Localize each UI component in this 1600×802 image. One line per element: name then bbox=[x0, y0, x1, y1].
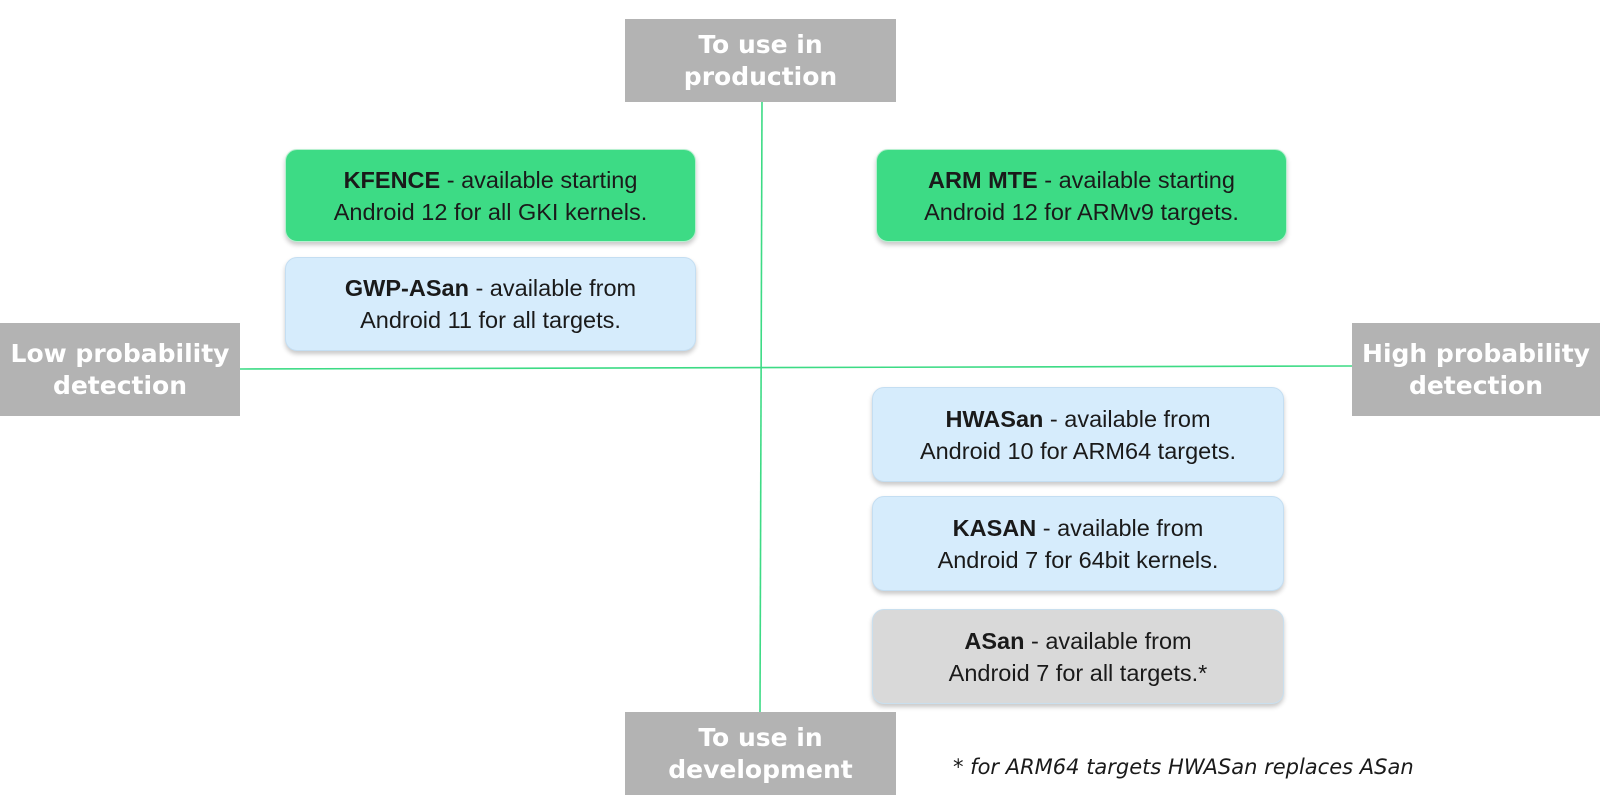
card-line-2: Android 7 for 64bit kernels. bbox=[937, 546, 1219, 573]
axis-label-development: To use in development bbox=[625, 712, 896, 795]
card-line-2: Android 12 for ARMv9 targets. bbox=[924, 198, 1239, 225]
axis-label-high-probability: High probability detection bbox=[1352, 323, 1600, 416]
card-line-1: ARM MTE - available starting bbox=[928, 164, 1235, 196]
axis-label-production: To use in production bbox=[625, 19, 896, 102]
axis-label-line: Low probability bbox=[10, 338, 230, 368]
vertical-axis-line bbox=[759, 101, 763, 713]
card-line-2: Android 10 for ARM64 targets. bbox=[919, 437, 1237, 464]
card-title: GWP-ASan bbox=[344, 275, 469, 301]
horizontal-axis-line bbox=[239, 365, 1353, 370]
card-subtitle: - available from bbox=[1024, 627, 1192, 654]
card-title: ARM MTE bbox=[928, 166, 1038, 193]
card-title: ASan bbox=[964, 627, 1025, 654]
card-kasan: KASAN - available from Android 7 for 64b… bbox=[872, 496, 1284, 591]
card-line-1: HWASan - available from bbox=[945, 403, 1210, 435]
axis-label-low-probability: Low probability detection bbox=[0, 323, 240, 416]
footnote: * for ARM64 targets HWASan replaces ASan bbox=[953, 755, 1414, 779]
axis-label-line: High probability bbox=[1362, 338, 1590, 368]
card-subtitle: - available from bbox=[468, 275, 637, 301]
card-title: KASAN bbox=[952, 514, 1037, 541]
axis-label-line: detection bbox=[52, 370, 188, 400]
card-arm-mte: ARM MTE - available starting Android 12 … bbox=[876, 149, 1287, 242]
card-gwp-asan: GWP-ASan - available from Android 11 for… bbox=[285, 257, 696, 351]
card-kfence: KFENCE - available starting Android 12 f… bbox=[285, 149, 696, 242]
card-hwasan: HWASan - available from Android 10 for A… bbox=[872, 387, 1284, 482]
card-subtitle: - available starting bbox=[1037, 166, 1235, 193]
card-title: KFENCE bbox=[343, 166, 441, 193]
card-line-2: Android 7 for all targets.* bbox=[948, 659, 1208, 686]
card-subtitle: - available from bbox=[1036, 514, 1204, 541]
card-subtitle: - available from bbox=[1043, 405, 1211, 432]
card-line-1: KASAN - available from bbox=[953, 512, 1204, 544]
axis-label-line: detection bbox=[1408, 370, 1544, 400]
card-line-1: ASan - available from bbox=[964, 625, 1191, 657]
card-line-2: Android 11 for all targets. bbox=[360, 307, 621, 333]
axis-label-line: production bbox=[683, 61, 838, 91]
card-title: HWASan bbox=[945, 405, 1044, 432]
card-asan: ASan - available from Android 7 for all … bbox=[872, 609, 1284, 704]
axis-label-line: To use in bbox=[698, 722, 823, 752]
axis-label-line: To use in bbox=[698, 29, 823, 59]
card-line-2: Android 12 for all GKI kernels. bbox=[333, 198, 648, 225]
card-line-1: KFENCE - available starting bbox=[344, 164, 638, 196]
card-line-1: GWP-ASan - available from bbox=[345, 272, 636, 304]
card-subtitle: - available starting bbox=[440, 166, 638, 193]
axis-label-line: development bbox=[668, 754, 853, 784]
